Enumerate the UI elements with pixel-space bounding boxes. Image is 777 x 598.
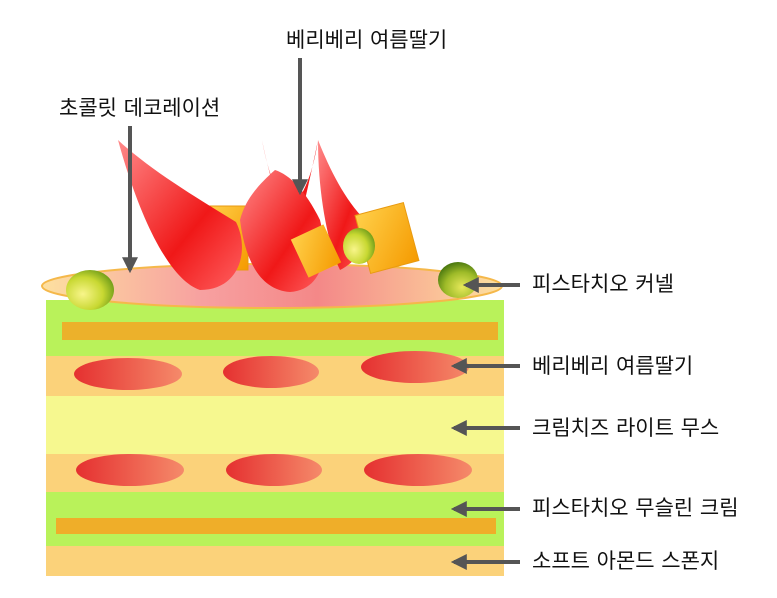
label-almond-sponge: 소프트 아몬드 스폰지 [532,549,720,573]
orange-strip-top [62,322,498,340]
almond-sponge-layer [46,546,504,576]
strawberry-slice [226,454,322,486]
chocolate-piece [290,224,342,278]
mousse-layer [46,396,504,454]
label-top-strawberry: 베리베리 여름딸기 [286,28,448,52]
label-mid-strawberry: 베리베리 여름딸기 [532,354,694,378]
strawberry-slice [364,454,472,486]
strawberry-slice [74,358,182,390]
strawberry-petal [118,140,242,290]
cake-body [46,300,504,576]
callout-arrows [122,58,520,570]
label-pistachio-cream: 피스타치오 무슬린 크림 [532,496,739,520]
pistachio-kernel [438,262,478,298]
orange-strip-bottom [56,518,496,534]
label-cheese-mousse: 크림치즈 라이트 무스 [532,416,720,440]
strawberry-slice [76,454,184,486]
strawberry-slices [74,351,472,486]
strawberry-slice [361,351,469,383]
label-chocolate-decoration: 초콜릿 데코레이션 [59,96,221,120]
label-pistachio-kernel: 피스타치오 커넬 [532,272,674,296]
strawberry-slice [223,356,319,388]
pistachio-kernel [66,270,114,310]
top-decorations [66,140,478,310]
pistachio-kernel [343,228,375,264]
